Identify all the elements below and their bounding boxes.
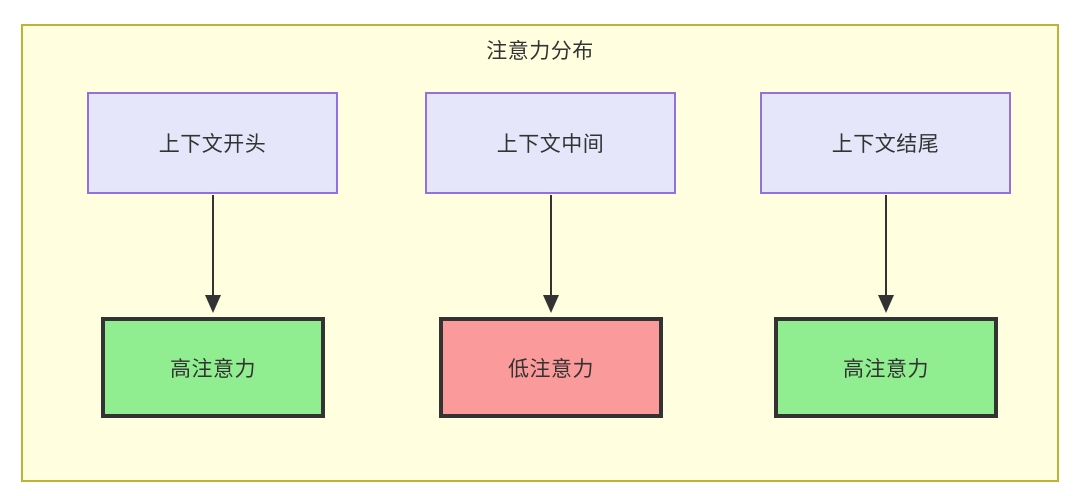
diagram-title: 注意力分布 bbox=[486, 39, 594, 63]
node-high-attention-end[interactable]: 高注意力 bbox=[774, 317, 998, 418]
node-label: 高注意力 bbox=[170, 356, 256, 381]
node-high-attention-start[interactable]: 高注意力 bbox=[101, 317, 325, 418]
node-label: 低注意力 bbox=[508, 356, 594, 381]
node-context-end[interactable]: 上下文结尾 bbox=[760, 92, 1011, 194]
node-label: 上下文中间 bbox=[496, 132, 605, 156]
node-label: 上下文结尾 bbox=[831, 132, 940, 156]
node-label: 高注意力 bbox=[843, 356, 929, 381]
node-context-start[interactable]: 上下文开头 bbox=[87, 92, 338, 194]
node-label: 上下文开头 bbox=[158, 132, 267, 156]
node-context-middle[interactable]: 上下文中间 bbox=[425, 92, 676, 194]
node-low-attention-middle[interactable]: 低注意力 bbox=[439, 317, 663, 418]
